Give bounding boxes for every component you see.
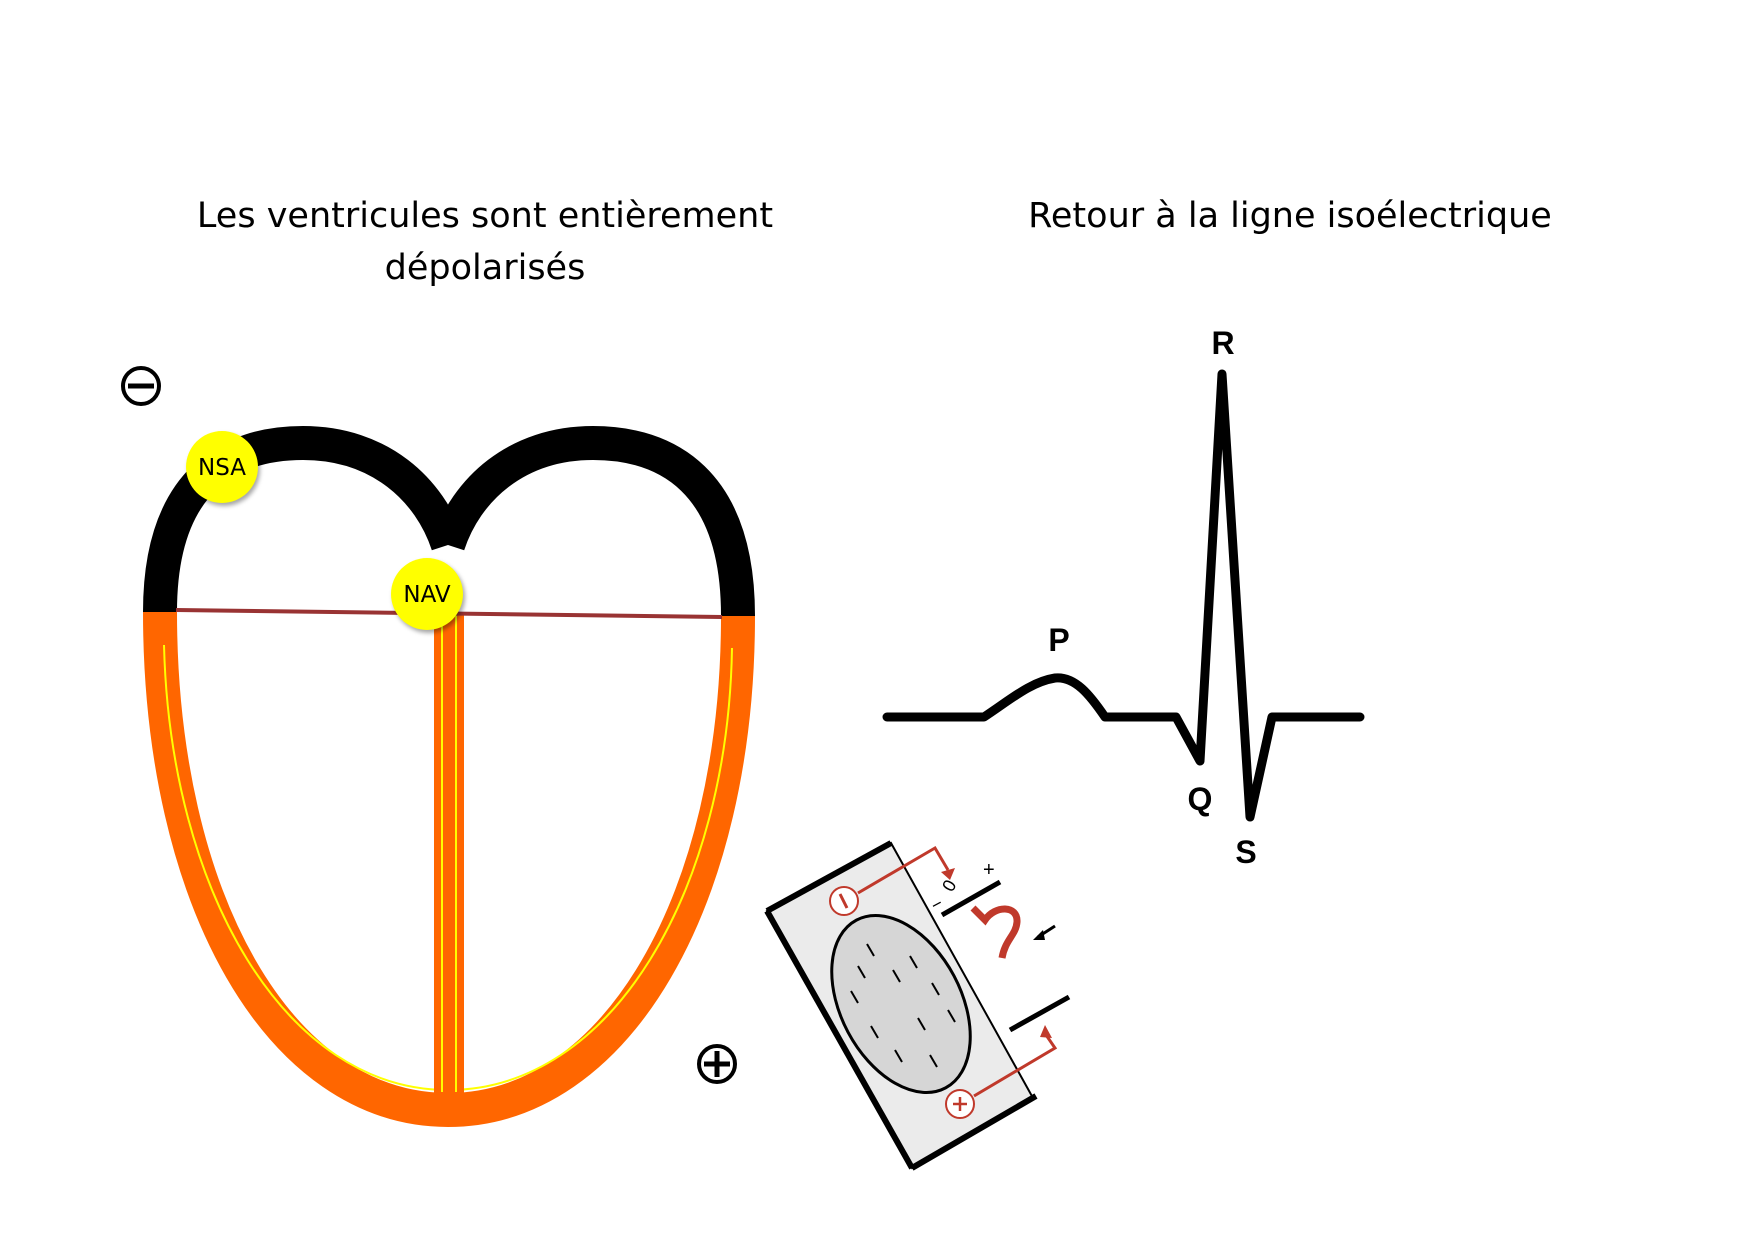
nsa-node: NSA [186, 431, 258, 503]
nav-node: NAV [391, 558, 463, 630]
septum [434, 612, 464, 1096]
ecg-label-s: S [1235, 834, 1256, 870]
positive-lead [945, 1025, 1058, 1119]
negative-electrode-icon [121, 366, 161, 406]
right-title: Retour à la ligne isoélectrique [1028, 196, 1552, 236]
ecg-label-q: Q [1188, 781, 1213, 817]
nav-label: NAV [403, 582, 450, 608]
cell-diagram: − 0 + [764, 840, 1071, 1171]
scale-plus: + [983, 859, 995, 881]
left-title: Les ventricules sont entièrement dépolar… [160, 190, 810, 294]
ecg-label-p: P [1048, 622, 1069, 658]
positive-electrode-icon [697, 1044, 737, 1084]
cell-body [830, 914, 972, 1094]
left-title-line2: dépolarisés [384, 248, 586, 288]
left-title-line1: Les ventricules sont entièrement [196, 196, 774, 236]
ventricles [143, 611, 755, 1128]
ecg-label-r: R [1211, 325, 1234, 361]
signal-wave [970, 905, 1021, 959]
ecg-trace: P Q R S [882, 325, 1365, 870]
atria [143, 425, 755, 617]
nsa-label: NSA [198, 455, 246, 481]
negative-lead [829, 845, 955, 916]
